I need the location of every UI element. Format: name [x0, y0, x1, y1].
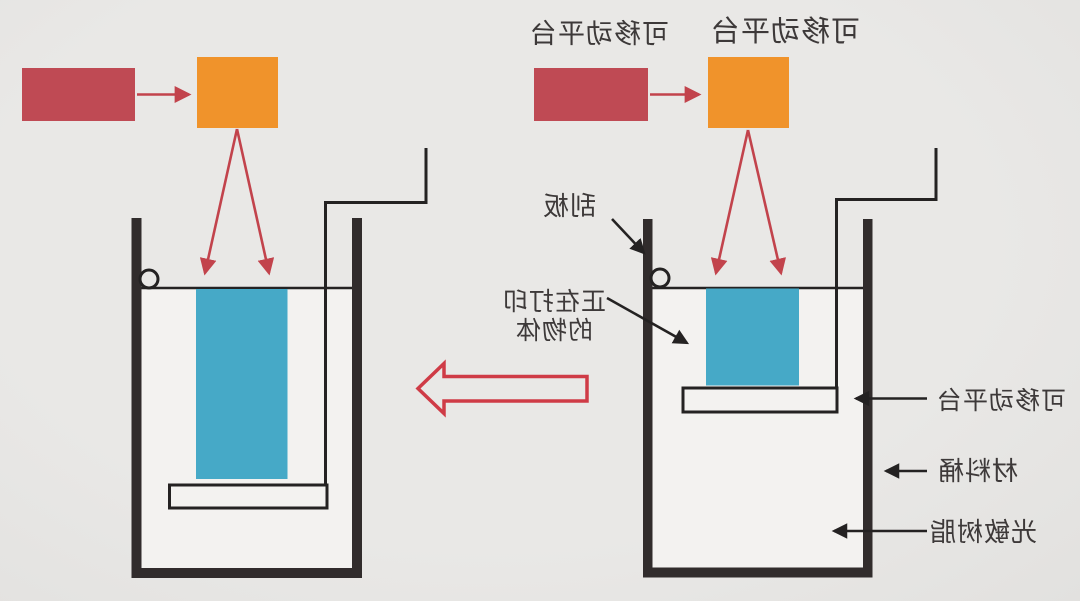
left-laser-beam-1: [199, 128, 239, 276]
label-printing-object-line2: 的物体: [515, 316, 594, 345]
right-laser-beam-1: [710, 129, 750, 276]
label-scraper: 刮板: [542, 192, 597, 222]
right-printer-unit: [534, 57, 938, 578]
label-movable-platform-right: 可移动平台: [936, 386, 1067, 415]
right-tank-left-wall: [643, 219, 653, 578]
left-galvo-box: [197, 57, 278, 128]
label-printing-object: 正在打印 的物体: [496, 287, 612, 345]
left-tank-bottom: [131, 568, 362, 578]
scraper-label-arrow: [611, 218, 646, 255]
label-printing-object-line1: 正在打印: [502, 287, 607, 316]
left-printer-unit: [22, 57, 428, 578]
right-laser-box: [534, 68, 648, 121]
left-printed-object: [196, 289, 288, 479]
right-build-platform: [681, 386, 839, 414]
process-direction-arrow: [415, 359, 589, 418]
left-platform-arm: [324, 148, 428, 486]
left-build-platform: [168, 483, 329, 510]
label-top-right-movable-platform: 可移动平台: [710, 14, 861, 48]
left-tank-right-wall: [352, 218, 362, 578]
label-photosensitive-resin: 光敏树脂: [929, 518, 1038, 548]
left-tank-left-wall: [131, 218, 142, 578]
right-tank-bottom: [643, 567, 873, 578]
right-printed-object: [706, 288, 799, 386]
printing-object-label-arrow: [606, 296, 690, 345]
right-scraper-roller: [649, 267, 671, 289]
left-scraper-roller: [138, 268, 160, 290]
right-laser-beam-2: [746, 129, 787, 276]
right-galvo-box: [708, 57, 789, 128]
label-top-left-movable-platform: 可移动平台: [529, 19, 669, 50]
left-laser-box: [22, 68, 135, 121]
right-platform-arm: [835, 148, 938, 389]
label-material-tank: 材料桶: [937, 457, 1019, 487]
left-laser-beam-2: [235, 128, 275, 276]
